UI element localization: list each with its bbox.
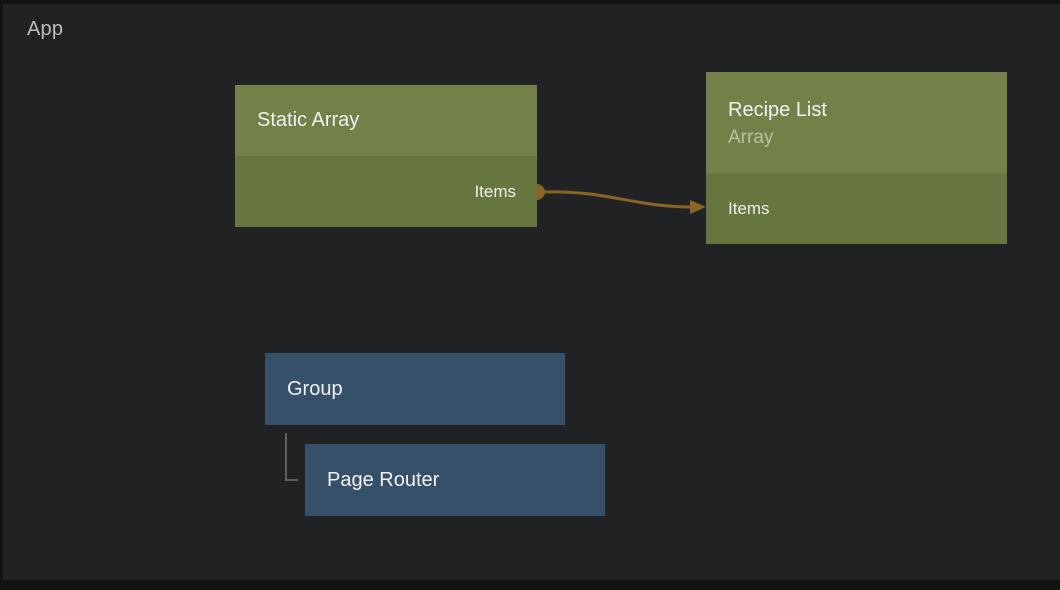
node-static-array[interactable]: Static Array Items xyxy=(235,85,537,227)
node-title: Recipe List xyxy=(728,99,827,121)
node-static-array-ports: Items xyxy=(235,156,537,227)
node-title: Page Router xyxy=(327,469,440,491)
window-edge-left xyxy=(0,0,3,590)
port-items-output[interactable]: Items xyxy=(474,182,516,201)
node-title: Group xyxy=(287,378,343,400)
node-page-router[interactable]: Page Router xyxy=(305,444,605,516)
component-breadcrumb-app: App xyxy=(27,18,64,40)
node-group[interactable]: Group xyxy=(265,353,565,425)
node-static-array-header[interactable]: Static Array xyxy=(235,85,537,156)
port-items-input[interactable]: Items xyxy=(728,199,770,218)
window-edge-bottom xyxy=(0,580,1060,590)
node-recipe-list-ports: Items xyxy=(706,173,1007,244)
node-subtitle: Array xyxy=(728,127,774,148)
node-recipe-list-header[interactable]: Recipe List Array xyxy=(706,72,1007,173)
connection-arrowhead-icon xyxy=(690,200,706,214)
hierarchy-connector[interactable] xyxy=(285,433,298,481)
connection-wire[interactable] xyxy=(544,190,692,209)
node-title: Static Array xyxy=(257,109,360,131)
node-recipe-list[interactable]: Recipe List Array Items xyxy=(706,72,1007,244)
window-edge-top xyxy=(0,0,1060,4)
